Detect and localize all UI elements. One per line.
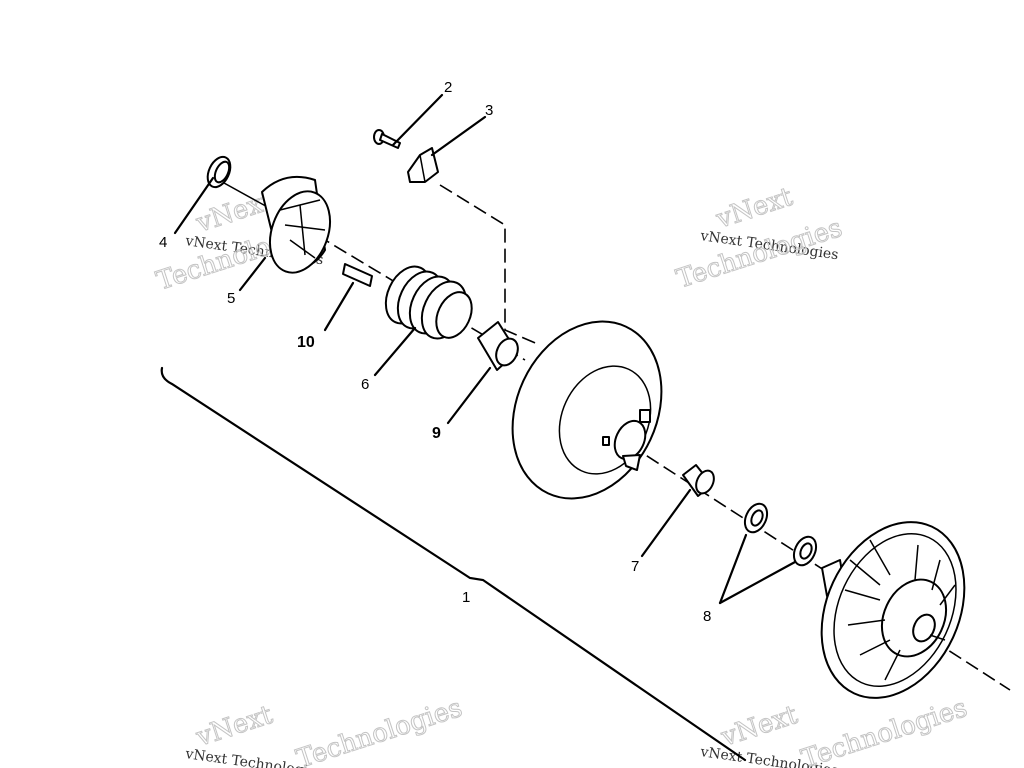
- callout-10: 10: [297, 334, 315, 351]
- stationary-sheave-part: [511, 320, 663, 500]
- watermark-line: vNext: [712, 182, 797, 235]
- spacer-part: [682, 464, 715, 497]
- washers-part: [743, 502, 818, 567]
- assembly-bracket-line: [160, 366, 747, 762]
- callout-2: 2: [444, 79, 452, 96]
- callout-3: 3: [485, 102, 493, 119]
- spring-part: [384, 265, 473, 340]
- leader-lines: [173, 93, 797, 605]
- watermark-line: Technologies: [798, 693, 971, 768]
- retaining-ring-part: [206, 155, 232, 189]
- callout-5: 5: [227, 290, 235, 307]
- cam-housing-part: [261, 176, 331, 274]
- wedge-insert-part: [407, 147, 439, 183]
- key-part: [342, 263, 373, 287]
- watermark-line: Technologies: [293, 693, 466, 768]
- watermark-line: vNext: [192, 700, 277, 753]
- callout-8: 8: [703, 608, 711, 625]
- screw-part: [373, 129, 401, 149]
- callout-9: 9: [432, 425, 441, 442]
- callout-7: 7: [631, 558, 639, 575]
- moveable-sheave-part: [820, 521, 966, 699]
- watermark-line: vNext: [717, 700, 802, 753]
- callout-1: 1: [462, 589, 470, 606]
- callout-6: 6: [361, 376, 369, 393]
- bushing-part: [477, 321, 519, 371]
- callout-4: 4: [159, 234, 167, 251]
- callouts: 1 2 3 4 5 6 7 8 9 10: [159, 79, 711, 625]
